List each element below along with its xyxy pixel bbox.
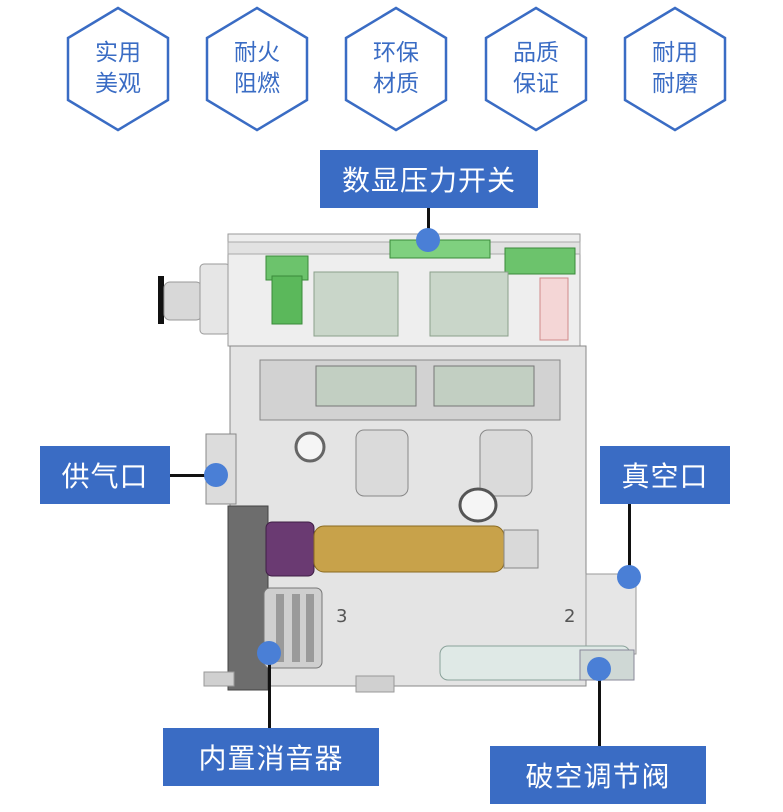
hexagon-icon xyxy=(623,6,727,132)
callout-supply-port: 供气口 xyxy=(40,446,170,504)
feature-line2: 材质 xyxy=(373,71,419,97)
piston-right xyxy=(433,365,535,407)
feature-line2: 阻燃 xyxy=(234,71,280,97)
green-pcb-strip xyxy=(389,239,491,259)
bore-hole-2 xyxy=(458,487,498,523)
hexagon-icon xyxy=(344,6,448,132)
hexagon-icon xyxy=(205,6,309,132)
leader-line-silencer xyxy=(268,654,271,728)
marker-dot-break-valve xyxy=(587,657,611,681)
feature-badge-4: 品质保证 xyxy=(484,6,588,132)
feature-badge-3: 环保材质 xyxy=(344,6,448,132)
silencer-rib xyxy=(292,594,300,662)
mount-foot xyxy=(355,675,395,693)
feature-badge-5: 耐用耐磨 xyxy=(623,6,727,132)
feature-badge-2: 耐火阻燃 xyxy=(205,6,309,132)
mount-foot xyxy=(203,671,235,687)
callout-vacuum-port: 真空口 xyxy=(600,446,730,504)
green-connector xyxy=(271,275,303,325)
piston-left xyxy=(315,365,417,407)
nozzle-cap xyxy=(265,521,315,577)
leader-line-supply-port xyxy=(170,474,216,477)
feature-line1: 实用 xyxy=(95,40,141,66)
leader-line-vacuum-port xyxy=(628,504,631,578)
solenoid-right xyxy=(429,271,509,337)
bore-hole xyxy=(294,431,326,463)
feature-line1: 耐火 xyxy=(234,40,280,66)
port-number-right: 2 xyxy=(564,606,575,627)
fitting-nut xyxy=(199,263,231,335)
silencer-rib xyxy=(276,594,284,662)
ejector-end xyxy=(503,529,539,569)
hexagon-icon xyxy=(484,6,588,132)
hexagon-icon xyxy=(66,6,170,132)
pressure-sensor xyxy=(539,277,569,341)
green-terminal xyxy=(504,247,576,275)
callout-pressure-switch: 数显压力开关 xyxy=(320,150,538,208)
inner-valve-left xyxy=(355,429,409,497)
callout-break-valve: 破空调节阀 xyxy=(490,746,706,804)
feature-badge-1: 实用美观 xyxy=(66,6,170,132)
feature-line2: 耐磨 xyxy=(652,71,698,97)
ejector-tube xyxy=(313,525,505,573)
port-number-left: 3 xyxy=(336,606,347,627)
solenoid-left xyxy=(313,271,399,337)
inner-valve-right xyxy=(479,429,533,497)
callout-silencer: 内置消音器 xyxy=(163,728,379,786)
marker-dot-vacuum-port xyxy=(617,565,641,589)
leader-line-pressure-switch xyxy=(427,208,430,240)
leader-line-break-valve xyxy=(598,670,601,746)
feature-line2: 保证 xyxy=(513,71,559,97)
fitting-tube-end xyxy=(158,276,164,324)
feature-line1: 耐用 xyxy=(652,40,698,66)
fitting-body xyxy=(163,281,203,321)
marker-dot-silencer xyxy=(257,641,281,665)
silencer-rib xyxy=(306,594,314,662)
marker-dot-pressure-switch xyxy=(416,228,440,252)
marker-dot-supply-port xyxy=(204,463,228,487)
feature-line1: 品质 xyxy=(513,40,559,66)
feature-line1: 环保 xyxy=(373,40,419,66)
feature-line2: 美观 xyxy=(95,71,141,97)
